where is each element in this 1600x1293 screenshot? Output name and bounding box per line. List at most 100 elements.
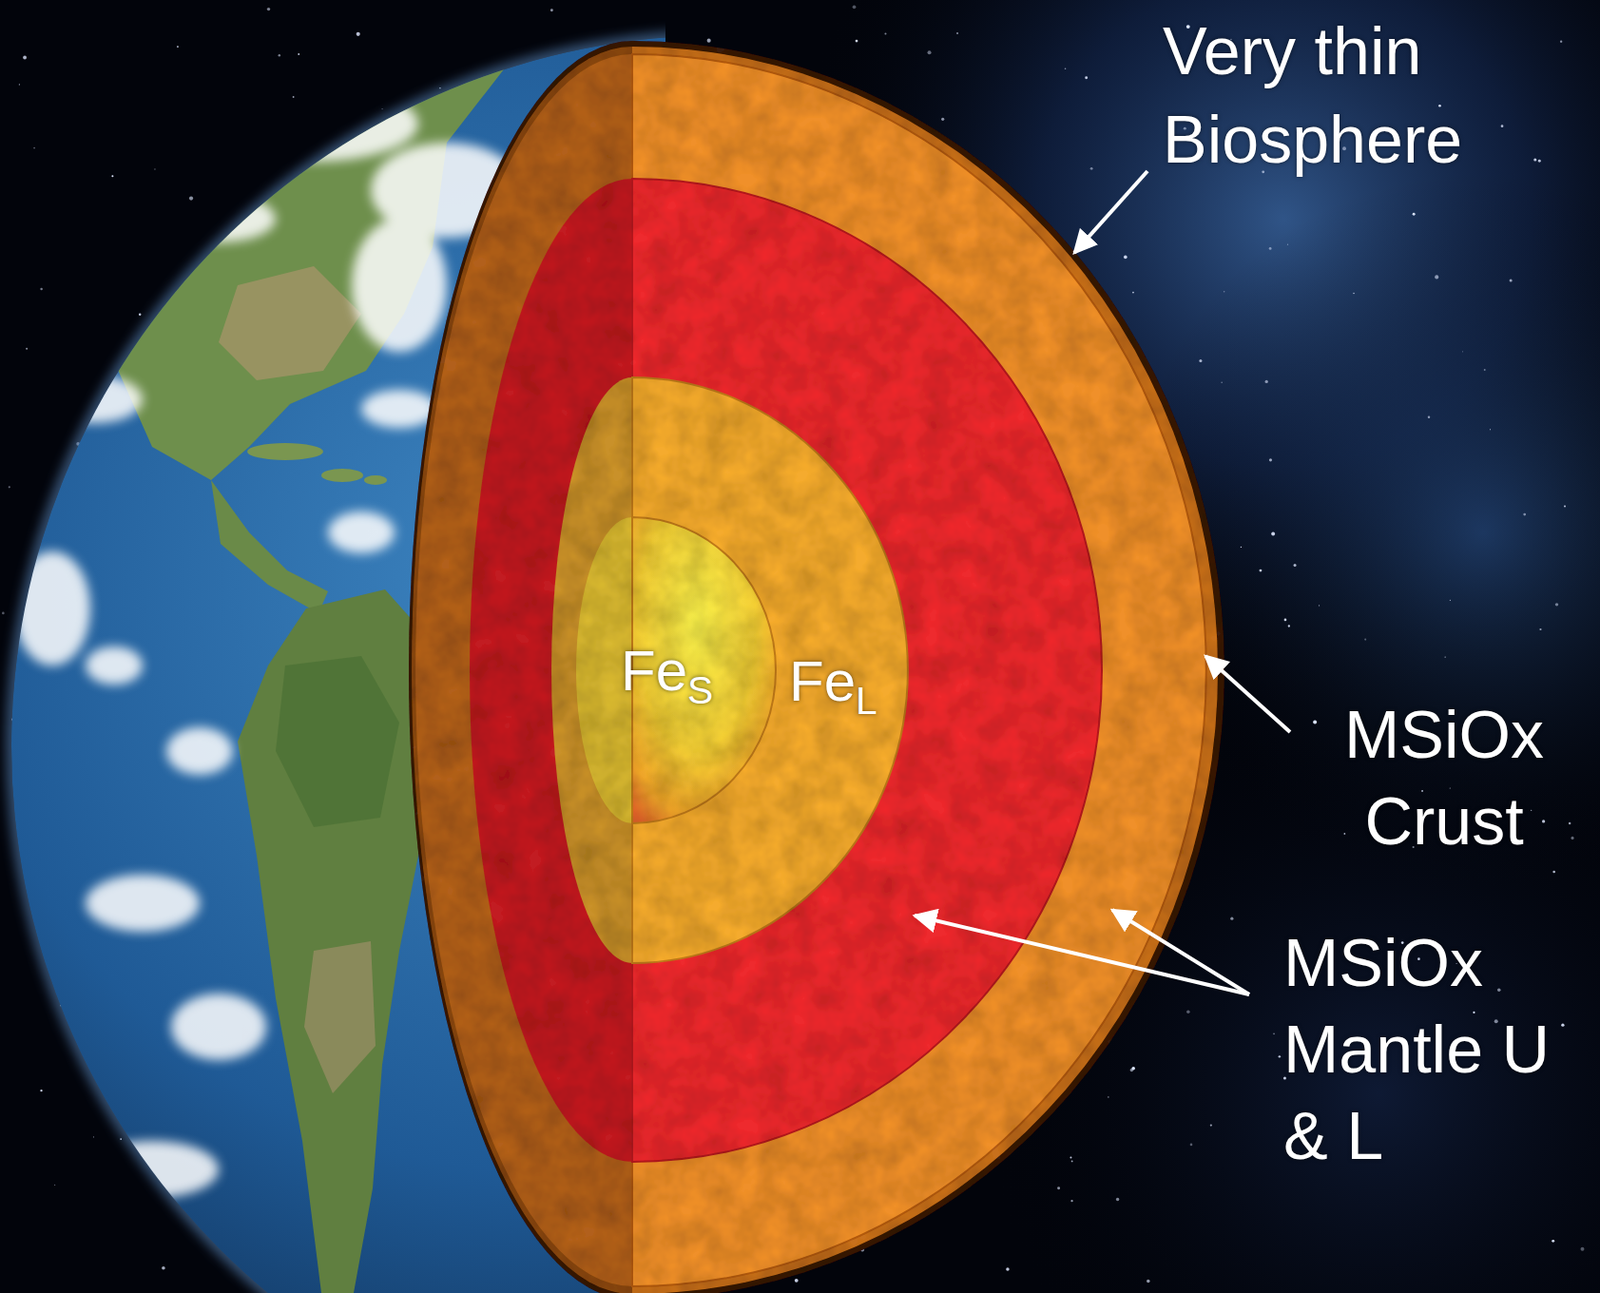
- star: [267, 7, 270, 11]
- star: [19, 83, 20, 85]
- star: [356, 32, 361, 37]
- star: [1580, 1247, 1585, 1252]
- star: [1005, 1267, 1010, 1272]
- star: [22, 56, 27, 60]
- star: [1568, 822, 1571, 825]
- star: [25, 347, 28, 350]
- star: [1287, 244, 1289, 246]
- star: [1570, 836, 1574, 840]
- star: [1069, 1156, 1072, 1159]
- continent: [237, 589, 430, 1293]
- leader-line: [1074, 171, 1148, 253]
- star: [33, 147, 36, 150]
- star: [154, 168, 155, 170]
- star: [1269, 458, 1273, 462]
- star: [39, 288, 43, 291]
- earth-cross-section: [408, 40, 1225, 1293]
- star: [161, 1266, 166, 1271]
- upper-mantle: [632, 54, 1207, 1287]
- star: [852, 5, 857, 10]
- phase-subscript: S: [687, 668, 714, 713]
- star: [8, 485, 11, 488]
- star: [1318, 604, 1320, 606]
- continent: [304, 941, 376, 1094]
- star: [1090, 167, 1094, 171]
- star: [550, 8, 554, 12]
- star: [855, 39, 859, 43]
- island: [321, 468, 364, 482]
- star: [927, 50, 932, 55]
- star: [1220, 382, 1223, 385]
- star: [1, 612, 5, 616]
- star: [1489, 428, 1491, 430]
- star: [119, 1137, 122, 1140]
- star: [1288, 624, 1291, 627]
- star: [1312, 719, 1317, 724]
- star: [1343, 832, 1346, 835]
- star: [1223, 290, 1225, 292]
- star: [1230, 917, 1234, 921]
- element-symbol: Fe: [789, 649, 856, 714]
- star: [1293, 563, 1297, 567]
- ocean: [11, 35, 666, 1293]
- callout-label: MSiOx Mantle U & L: [1283, 920, 1581, 1180]
- crust-layer: [632, 46, 1218, 1293]
- leader-line: [1205, 655, 1291, 733]
- star: [176, 45, 179, 48]
- star: [1272, 1032, 1275, 1035]
- continent: [218, 266, 362, 381]
- star: [1497, 988, 1501, 992]
- island: [364, 475, 387, 485]
- star: [884, 32, 887, 35]
- leader-line: [914, 915, 1250, 995]
- star: [1542, 819, 1545, 823]
- star: [1555, 602, 1559, 606]
- core-label: FeL: [789, 647, 878, 716]
- star: [381, 108, 383, 110]
- star: [1132, 291, 1135, 294]
- star: [1116, 1197, 1119, 1201]
- star: [54, 1184, 56, 1186]
- globe: [5, 29, 666, 1293]
- star: [1269, 247, 1273, 251]
- star: [1123, 255, 1128, 260]
- star: [1084, 76, 1088, 79]
- star: [111, 174, 114, 177]
- star: [1552, 870, 1556, 874]
- callout-label: MSiOx Crust: [1319, 692, 1569, 866]
- star: [1551, 1239, 1555, 1243]
- star: [1240, 546, 1242, 548]
- star: [1509, 279, 1513, 283]
- star: [1265, 380, 1269, 384]
- star: [794, 1278, 799, 1283]
- star: [1533, 157, 1537, 161]
- star: [1198, 359, 1202, 363]
- star: [1271, 531, 1275, 536]
- star: [1352, 292, 1355, 295]
- star: [1364, 638, 1367, 641]
- crust-layer: [411, 46, 633, 1293]
- atmosphere-glow: [5, 29, 666, 1293]
- star: [278, 54, 281, 57]
- star: [1107, 1096, 1109, 1098]
- star: [1444, 655, 1446, 658]
- callout-label: Very thin Biosphere: [1162, 7, 1524, 185]
- star: [1484, 368, 1486, 371]
- star: [1190, 1143, 1194, 1147]
- star: [1434, 274, 1439, 279]
- star: [1070, 1199, 1073, 1202]
- star: [93, 1136, 95, 1138]
- star: [1071, 1160, 1074, 1163]
- star: [1538, 159, 1542, 163]
- star: [1530, 809, 1532, 811]
- star: [1057, 1186, 1061, 1190]
- star: [956, 32, 959, 35]
- continent: [275, 655, 400, 828]
- biosphere-rim: [408, 40, 633, 1293]
- star: [707, 38, 712, 43]
- star: [1064, 67, 1067, 70]
- leader-line: [1112, 909, 1250, 995]
- biosphere-rim: [632, 40, 1225, 1293]
- upper-mantle: [415, 54, 633, 1287]
